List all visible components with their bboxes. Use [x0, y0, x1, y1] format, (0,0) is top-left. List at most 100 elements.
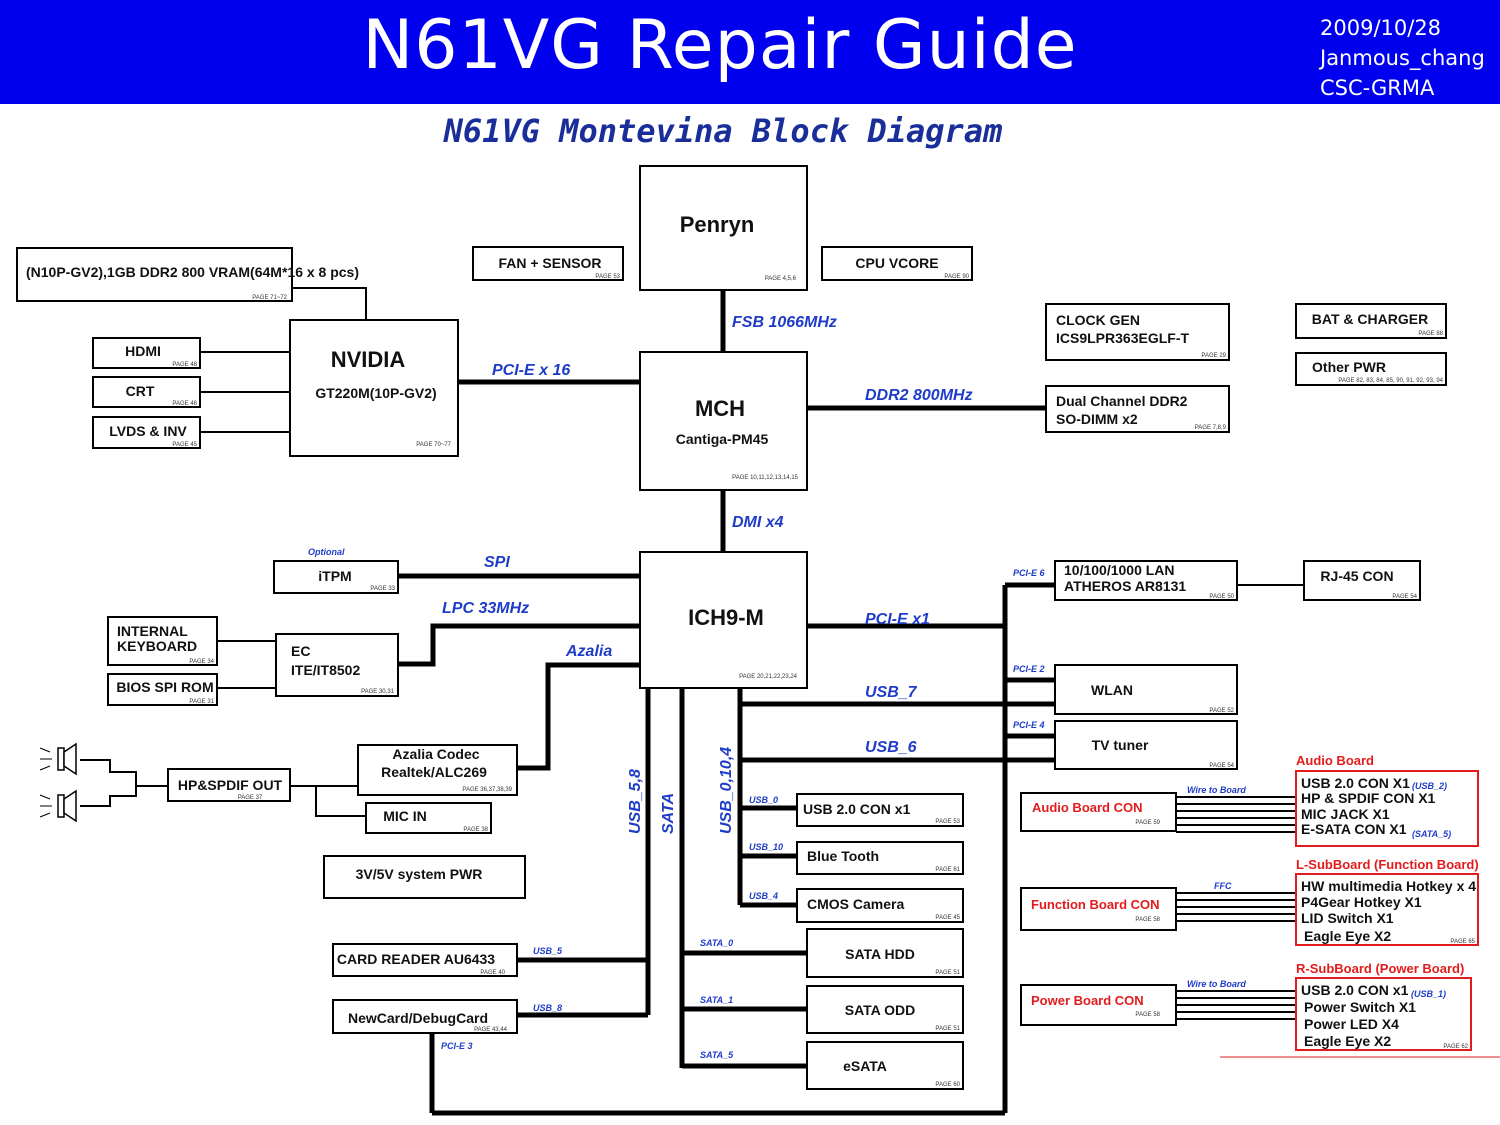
- nvidia-part-label: GT220M(10P-GV2): [315, 385, 436, 401]
- audio-item-mic: MIC JACK X1: [1301, 806, 1390, 822]
- rj45-page: PAGE 54: [1392, 594, 1417, 600]
- fan-sensor-page: PAGE 53: [595, 274, 620, 280]
- function-board-con-page: PAGE 58: [1135, 917, 1160, 923]
- clock-gen-block: CLOCK GEN ICS9LPR363EGLF-T PAGE 29: [1045, 303, 1230, 361]
- mic-in-label: MIC IN: [383, 808, 427, 824]
- usb-con-block: USB 2.0 CON x1 PAGE 53: [796, 793, 964, 827]
- rsub-page: PAGE 62: [1443, 1044, 1468, 1050]
- crt-label: CRT: [126, 383, 155, 399]
- usb10-label: USB_10: [749, 842, 783, 852]
- bat-charger-label: BAT & CHARGER: [1312, 311, 1428, 327]
- mic-in-block: MIC IN PAGE 38: [365, 802, 492, 834]
- nvidia-block: NVIDIA GT220M(10P-GV2) PAGE 70~77: [289, 319, 459, 457]
- pcie1-bus-label: PCI-E x1: [865, 611, 930, 628]
- ddr2-block: Dual Channel DDR2 SO-DIMM x2 PAGE 7,8,9: [1045, 385, 1230, 433]
- wlan-block: WLAN PAGE 52: [1054, 664, 1238, 715]
- newcard-block: NewCard/DebugCard PAGE 43,44: [332, 999, 518, 1034]
- lvds-page: PAGE 45: [172, 442, 197, 448]
- bluetooth-page: PAGE 61: [935, 867, 960, 873]
- fan-sensor-block: FAN + SENSOR PAGE 53: [472, 246, 624, 281]
- rsub-board-title: R-SubBoard (Power Board): [1296, 961, 1464, 976]
- ffc-label: FFC: [1214, 881, 1232, 891]
- audio-board-con-page: PAGE 59: [1135, 820, 1160, 826]
- pcie6-label: PCI-E 6: [1013, 568, 1046, 578]
- lsub-board-title: L-SubBoard (Function Board): [1296, 857, 1479, 872]
- usb0104-bus-label: USB_0,10,4: [718, 747, 735, 834]
- hp-spdif-out-block: HP&SPDIF OUT PAGE 37: [167, 768, 291, 802]
- rj45-block: RJ-45 CON PAGE 54: [1303, 560, 1421, 601]
- lan-chip-label: ATHEROS AR8131: [1064, 578, 1186, 594]
- clock-gen-part-label: ICS9LPR363EGLF-T: [1056, 330, 1189, 346]
- lsub-board-block: HW multimedia Hotkey x 4 P4Gear Hotkey X…: [1295, 873, 1479, 946]
- hp-spdif-page: PAGE 37: [238, 795, 263, 801]
- diagram-title: N61VG Montevina Block Diagram: [443, 112, 1003, 150]
- pcie3-label: PCI-E 3: [441, 1041, 473, 1051]
- mch-page: PAGE 10,11,12,13,14,15: [732, 475, 798, 481]
- pcie4-label: PCI-E 4: [1013, 720, 1045, 730]
- sata-odd-page: PAGE 51: [935, 1026, 960, 1032]
- wire-to-board-label: Wire to Board: [1187, 785, 1246, 795]
- lpc-bus-line: [398, 623, 640, 667]
- lan-block: 10/100/1000 LAN ATHEROS AR8131 PAGE 50: [1054, 560, 1238, 601]
- sata-odd-block: SATA ODD PAGE 51: [806, 985, 964, 1034]
- rsub-item-eagle: Eagle Eye X2: [1304, 1033, 1391, 1049]
- hdmi-label: HDMI: [125, 343, 161, 359]
- vram-page: PAGE 71~72: [252, 295, 287, 301]
- lan-label: 10/100/1000 LAN: [1064, 562, 1175, 578]
- usb6-bus-label: USB_6: [865, 739, 917, 756]
- esata-label: eSATA: [843, 1058, 887, 1074]
- audio-board-con-label: Audio Board CON: [1032, 800, 1143, 815]
- rsub-board-block: USB 2.0 CON x1 (USB_1) Power Switch X1 P…: [1295, 977, 1472, 1051]
- ddr2-label: Dual Channel DDR2: [1056, 393, 1188, 409]
- pcie2-label: PCI-E 2: [1013, 664, 1045, 674]
- function-board-con-block: Function Board CON PAGE 58: [1020, 887, 1177, 931]
- hdmi-page: PAGE 48: [172, 362, 197, 368]
- codec-part-label: Realtek/ALC269: [381, 764, 487, 780]
- fan-sensor-label: FAN + SENSOR: [498, 255, 601, 271]
- speaker-icon: [39, 789, 77, 823]
- penryn-page: PAGE 4,5,6: [765, 276, 797, 282]
- sata-hdd-block: SATA HDD PAGE 51: [806, 928, 964, 978]
- itpm-block: iTPM PAGE 33: [273, 560, 399, 594]
- usb0-label: USB_0: [749, 795, 778, 805]
- audio-usb-port-label: (USB_2): [1412, 781, 1447, 791]
- wlan-page: PAGE 52: [1209, 708, 1234, 714]
- hdmi-block: HDMI PAGE 48: [92, 337, 201, 369]
- clock-gen-page: PAGE 29: [1201, 353, 1226, 359]
- author-label: Janmous_chang: [1320, 46, 1485, 70]
- internal-keyboard-page: PAGE 34: [189, 659, 214, 665]
- vram-block: (N10P-GV2),1GB DDR2 800 VRAM(64M*16 x 8 …: [16, 247, 359, 302]
- esata-page: PAGE 60: [935, 1082, 960, 1088]
- usb7-bus-label: USB_7: [865, 684, 918, 701]
- sata1-label: SATA_1: [700, 995, 733, 1005]
- ich9m-block: ICH9-M PAGE 20,21,22,23,24: [639, 551, 808, 689]
- rsub-item-usb: USB 2.0 CON x1: [1301, 982, 1409, 998]
- sata-bus-label: SATA: [660, 793, 677, 834]
- nvidia-label: NVIDIA: [331, 347, 406, 372]
- system-pwr-block: 3V/5V system PWR: [323, 855, 526, 899]
- usb-con-label: USB 2.0 CON x1: [803, 801, 911, 817]
- ich9m-label: ICH9-M: [688, 605, 764, 630]
- audio-board-con-block: Audio Board CON PAGE 59: [1020, 792, 1177, 832]
- lsub-item-eagle: Eagle Eye X2: [1304, 928, 1391, 944]
- other-pwr-label: Other PWR: [1312, 359, 1386, 375]
- azalia-bus-label: Azalia: [565, 643, 612, 660]
- lan-page: PAGE 50: [1209, 594, 1234, 600]
- department-label: CSC-GRMA: [1320, 76, 1435, 100]
- audio-item-esata: E-SATA CON X1: [1301, 821, 1407, 837]
- azalia-codec-block: Azalia Codec Realtek/ALC269 PAGE 36,37,3…: [357, 744, 518, 796]
- mic-in-page: PAGE 38: [463, 827, 488, 833]
- usb4-label: USB_4: [749, 891, 778, 901]
- power-board-con-page: PAGE 58: [1135, 1012, 1160, 1018]
- audio-item-usb: USB 2.0 CON X1: [1301, 775, 1410, 791]
- cmos-camera-label: CMOS Camera: [807, 896, 904, 912]
- internal-keyboard-label: INTERNAL: [117, 623, 188, 639]
- ddr2-page: PAGE 7,8,9: [1195, 425, 1227, 431]
- hp-spdif-out-label: HP&SPDIF OUT: [178, 777, 283, 793]
- audio-item-hp: HP & SPDIF CON X1: [1301, 790, 1436, 806]
- lvds-label: LVDS & INV: [109, 423, 187, 439]
- rsub-item-power-switch: Power Switch X1: [1304, 999, 1416, 1015]
- cmos-camera-block: CMOS Camera PAGE 45: [796, 888, 964, 923]
- crt-block: CRT PAGE 46: [92, 376, 201, 408]
